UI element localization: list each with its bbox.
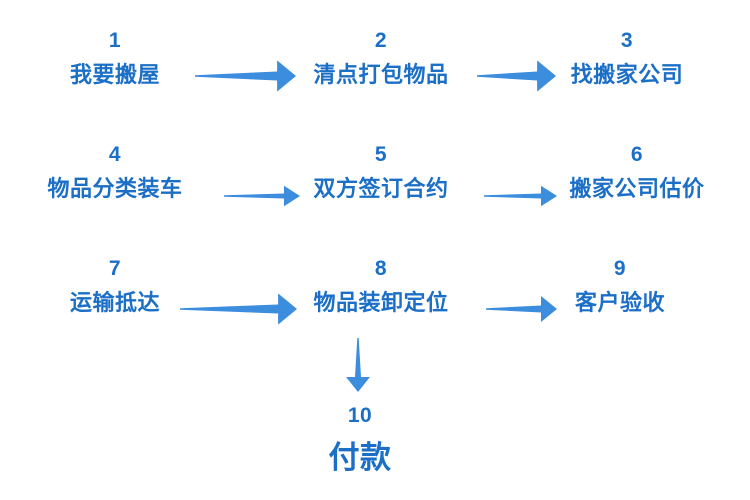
flow-node-8: 8 物品装卸定位: [313, 258, 448, 314]
flow-node-number: 3: [620, 29, 634, 52]
flow-node-label: 我要搬屋: [69, 62, 161, 87]
flow-node-number: 10: [347, 404, 373, 427]
flow-node-number: 8: [374, 257, 388, 280]
flow-node-number: 5: [374, 143, 388, 166]
flow-node-10: 10 付款: [329, 405, 392, 473]
flow-node-1: 1 我要搬屋: [70, 30, 160, 86]
flow-node-number: 2: [374, 29, 388, 52]
arrow-8-to-10: [346, 338, 370, 392]
flow-node-label: 物品分类装车: [47, 176, 183, 201]
flow-node-label: 客户验收: [574, 290, 666, 315]
flow-node-number: 1: [108, 29, 122, 52]
arrow-2-to-3: [477, 60, 556, 92]
flow-node-number: 9: [613, 257, 627, 280]
flow-node-number: 7: [108, 257, 122, 280]
flow-node-9: 9 客户验收: [575, 258, 665, 314]
flow-node-label: 找搬家公司: [570, 62, 684, 87]
flow-node-label: 付款: [328, 440, 392, 475]
flow-node-6: 6 搬家公司估价: [569, 144, 704, 200]
flow-node-label: 双方签订合约: [313, 176, 449, 201]
arrow-4-to-5: [224, 185, 300, 207]
arrow-7-to-8: [180, 293, 297, 325]
arrow-1-to-2: [195, 60, 296, 92]
flow-node-label: 运输抵达: [69, 290, 161, 315]
flow-node-5: 5 双方签订合约: [313, 144, 448, 200]
flow-node-label: 物品装卸定位: [313, 290, 449, 315]
flow-node-number: 4: [108, 143, 122, 166]
flow-node-label: 清点打包物品: [313, 62, 449, 87]
flow-node-label: 搬家公司估价: [569, 176, 705, 201]
flow-node-2: 2 清点打包物品: [313, 30, 448, 86]
flow-node-4: 4 物品分类装车: [47, 144, 182, 200]
flow-node-7: 7 运输抵达: [70, 258, 160, 314]
arrow-5-to-6: [484, 185, 557, 207]
flow-node-number: 6: [630, 143, 644, 166]
arrow-8-to-9: [486, 296, 557, 322]
flow-node-3: 3 找搬家公司: [571, 30, 684, 86]
